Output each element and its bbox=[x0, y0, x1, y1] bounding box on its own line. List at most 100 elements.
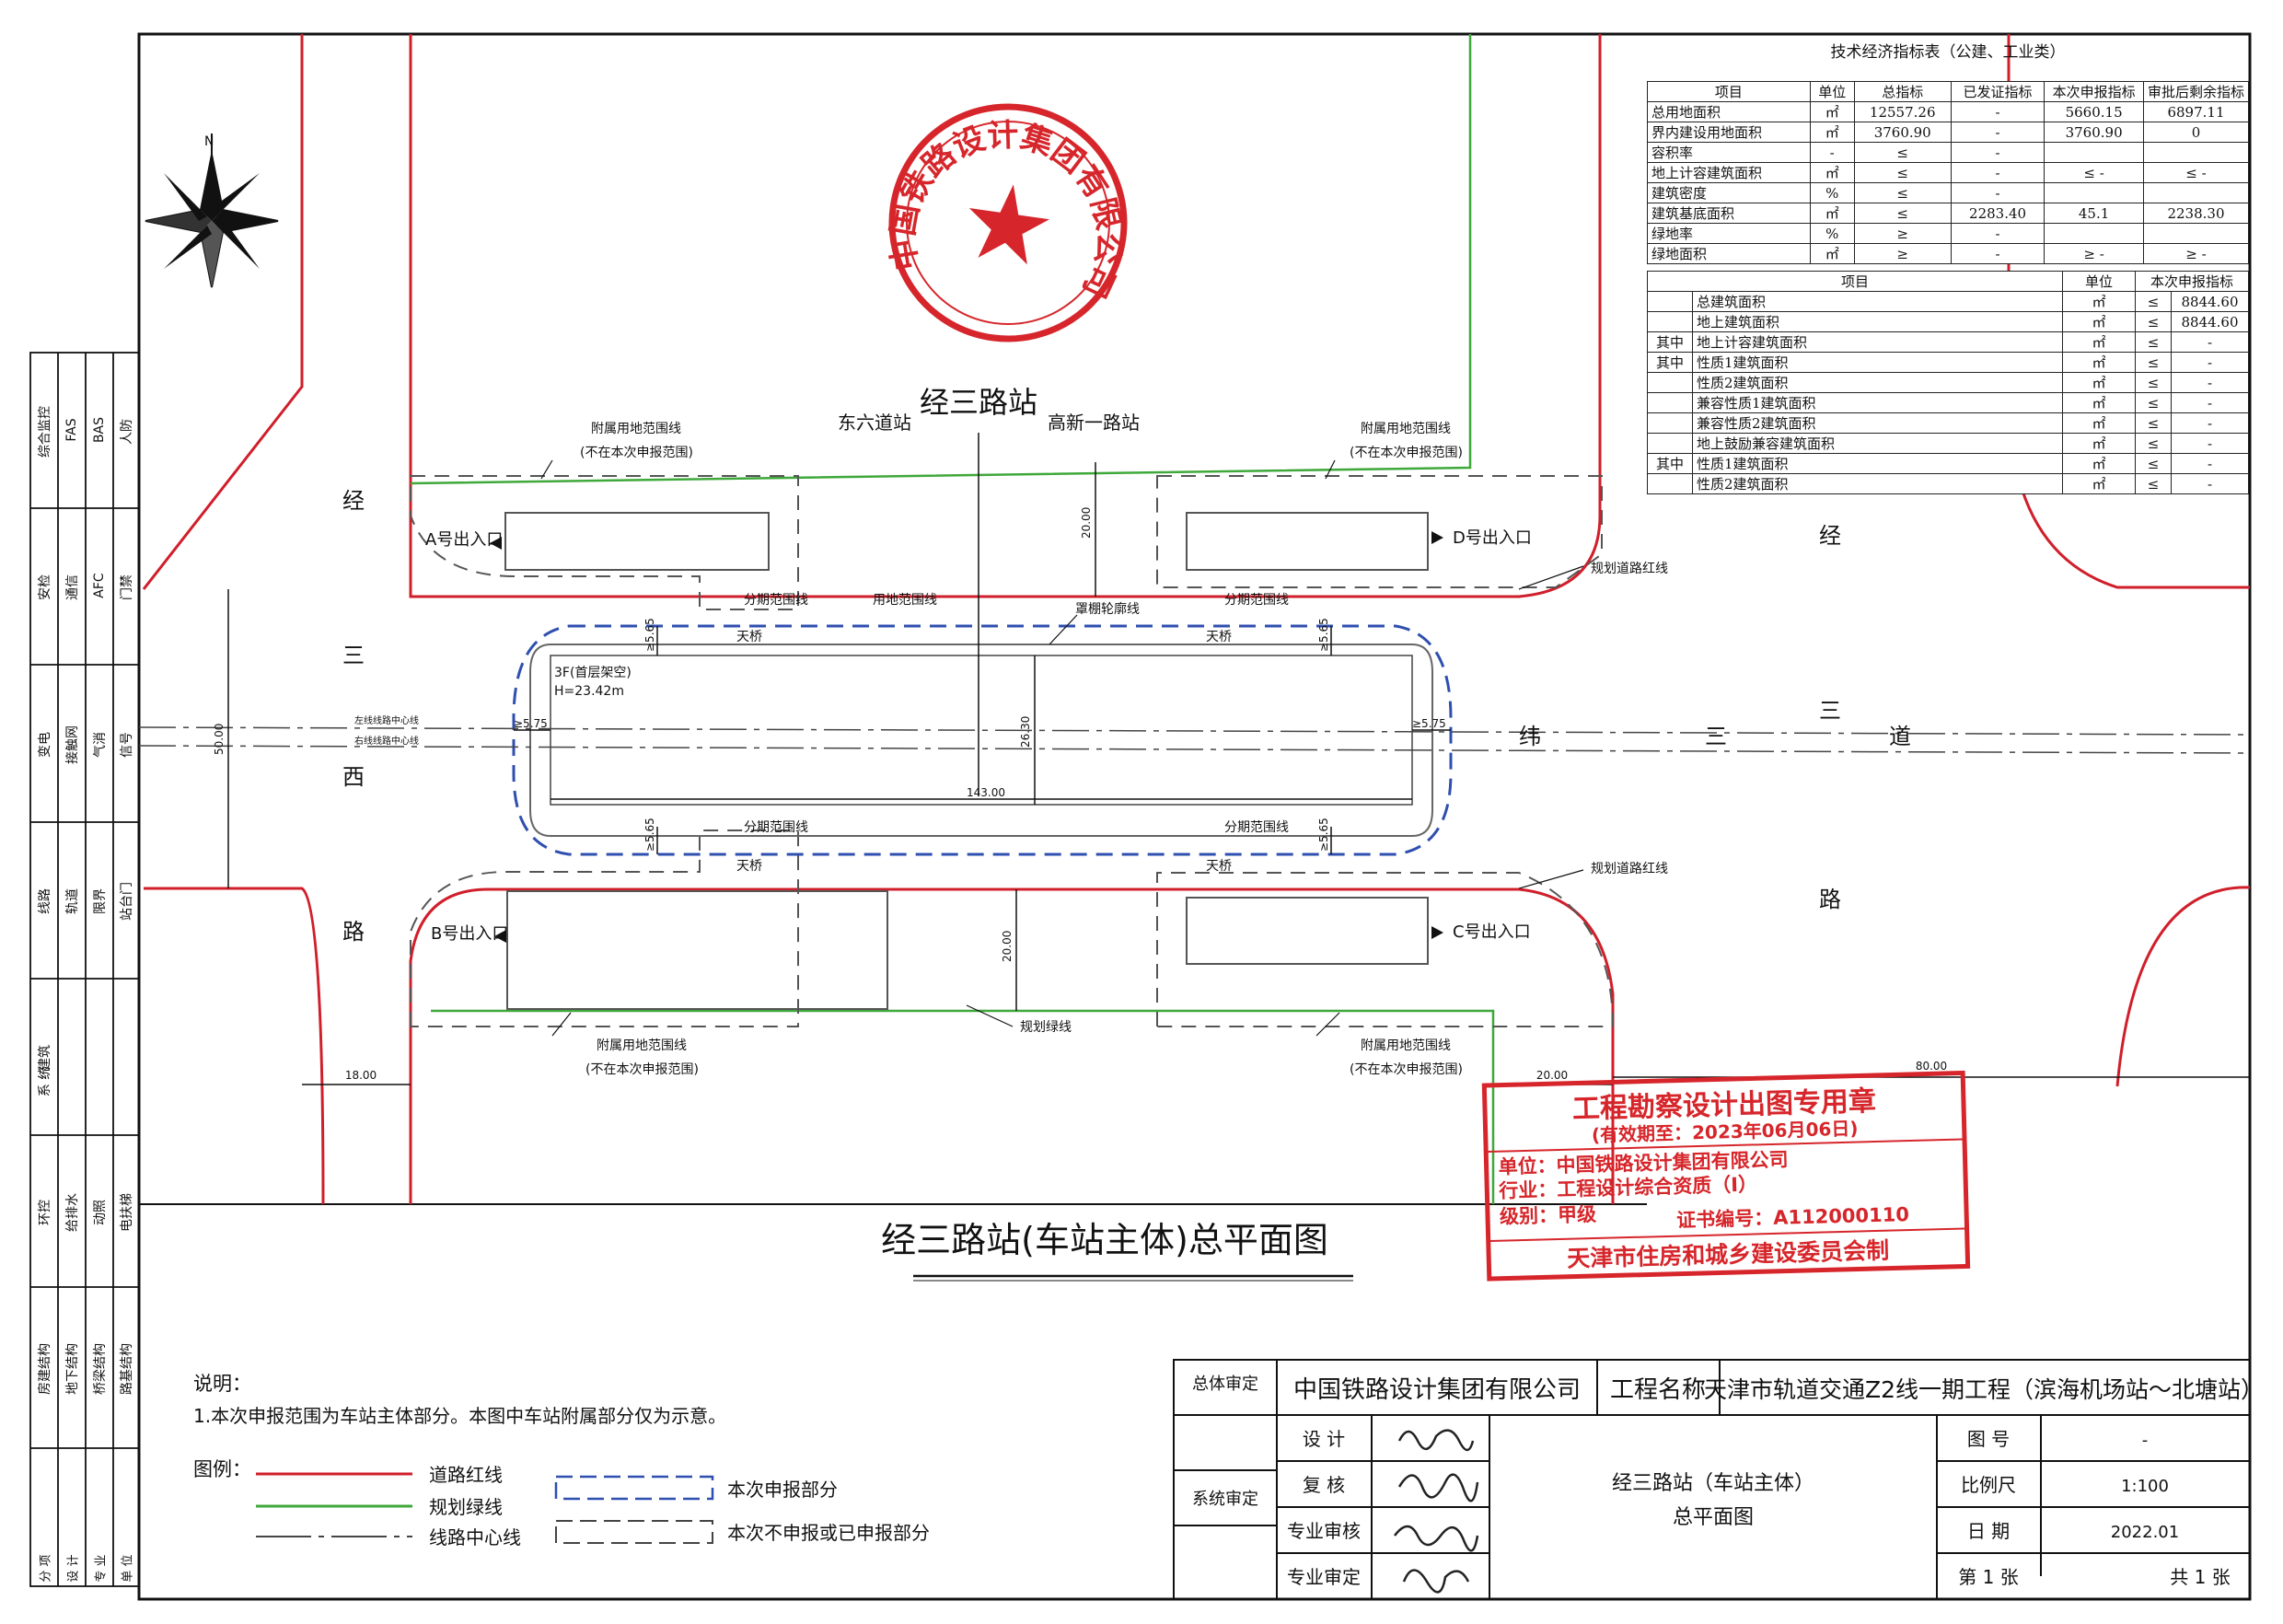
side-panel-footer: 单 位 bbox=[121, 1554, 135, 1583]
tech-sub-cell: ㎡ bbox=[2062, 412, 2136, 434]
tb-drawing-name-2: 总平面图 bbox=[1673, 1506, 1754, 1529]
center-road-char-2: 三 bbox=[1705, 724, 1727, 749]
tech-cell: 绿地面积 bbox=[1647, 243, 1811, 264]
tech-sub-h-item: 项目 bbox=[1647, 271, 2063, 292]
tech-sub-cell: - bbox=[2171, 372, 2249, 393]
road-names: 经 三 西 路 经 三 路 纬 三 道 bbox=[342, 488, 1911, 945]
tech-sub-cell: ≤ bbox=[2135, 473, 2172, 494]
east-road-char-2: 三 bbox=[1819, 698, 1841, 724]
title-block-grid bbox=[1173, 1359, 2251, 1600]
tb-company: 中国铁路设计集团有限公司 bbox=[1293, 1376, 1581, 1404]
left-line-label: 左线线路中心线 bbox=[354, 714, 419, 726]
canopy-line-label: 罩棚轮廓线 bbox=[1075, 601, 1140, 617]
side-panel-label: 动照 bbox=[93, 1199, 108, 1225]
tech-sub-item: 地上建筑面积 bbox=[1692, 311, 2063, 332]
side-panel-footer: 专 业 bbox=[94, 1554, 109, 1583]
tech-sub-group bbox=[1647, 291, 1693, 312]
tech-table-title: 技术经济指标表（公建、工业类） bbox=[1830, 43, 2066, 62]
tech-sub-cell: ≤ bbox=[2135, 352, 2172, 373]
side-panel-label: 电扶梯 bbox=[120, 1192, 134, 1232]
tech-h-remaining: 审批后剩余指标 bbox=[2142, 81, 2250, 102]
tech-sub-header: 项目 单位 本次申报指标 bbox=[1647, 271, 2249, 292]
planned-red-line-bottom: 规划道路红线 bbox=[1591, 862, 1668, 876]
tech-cell: ㎡ bbox=[1809, 101, 1855, 122]
tech-cell: 12557.26 bbox=[1853, 101, 1952, 122]
side-panel-label: 给排水 bbox=[65, 1192, 80, 1232]
tech-sub-item: 地上计容建筑面积 bbox=[1692, 331, 2063, 353]
tech-cell: - bbox=[1950, 142, 2045, 163]
tb-drawing-no: - bbox=[2142, 1431, 2149, 1450]
design-seal-rect: 工程勘察设计出图专用章 (有效期至：2023年06月06日) 单位：中国铁路设计… bbox=[1481, 1070, 1971, 1282]
aux-dashed-outlines bbox=[410, 475, 1615, 1027]
tech-sub-cell: ㎡ bbox=[2062, 372, 2136, 393]
tb-major-review: 专业审核 bbox=[1287, 1520, 1361, 1542]
tech-cell: 3760.90 bbox=[2044, 122, 2144, 143]
tech-cell: 绿地率 bbox=[1647, 223, 1811, 244]
tech-cell: 3760.90 bbox=[1853, 122, 1952, 143]
seal-rect-line5: 级别：甲级 bbox=[1500, 1203, 1597, 1228]
right-line-label: 右线线路中心线 bbox=[354, 735, 419, 747]
tech-sub-cell: ㎡ bbox=[2062, 291, 2136, 312]
west-road-char-3: 西 bbox=[342, 764, 365, 790]
side-panel-label: 变电 bbox=[38, 731, 52, 758]
tb-check: 复 核 bbox=[1303, 1474, 1345, 1496]
tech-sub-cell: - bbox=[2171, 412, 2249, 434]
dim-gap-tl: ≥5.65 bbox=[643, 618, 656, 652]
tech-cell bbox=[2142, 223, 2250, 244]
tech-cell: 45.1 bbox=[2044, 203, 2144, 224]
dim-bottom-left: 18.00 bbox=[345, 1069, 377, 1082]
tb-total-review: 总体审定 bbox=[1192, 1375, 1258, 1394]
tech-cell: 容积率 bbox=[1647, 142, 1811, 163]
tech-sub-cell: ≤ bbox=[2135, 392, 2172, 413]
station-name: 经三路站 bbox=[920, 385, 1037, 420]
tech-sub-group: 其中 bbox=[1647, 352, 1693, 373]
staged-fence-tl: 分期范围线 bbox=[744, 592, 808, 608]
tech-sub-cell: ㎡ bbox=[2062, 453, 2136, 474]
aux-note-br: (不在本次申报范围) bbox=[1350, 1061, 1463, 1077]
side-panel-label: 房建结构 bbox=[38, 1342, 52, 1395]
west-road-char-2: 三 bbox=[342, 643, 365, 668]
side-panel-label: 人防 bbox=[120, 418, 134, 445]
tech-sub-cell: - bbox=[2171, 331, 2249, 353]
tech-row: 建筑密度%≤- bbox=[1647, 182, 2250, 203]
leader-lines bbox=[540, 459, 1584, 1037]
tb-drawing-name-1: 经三路站（车站主体） bbox=[1612, 1472, 1814, 1495]
tech-cell bbox=[2044, 223, 2144, 244]
side-panel-label: 安检 bbox=[38, 574, 52, 600]
tech-h-this: 本次申报指标 bbox=[2044, 81, 2144, 102]
dim-setback-bottom: 20.00 bbox=[1001, 931, 1014, 962]
tech-cell: ≤ - bbox=[2044, 162, 2144, 183]
tech-sub-cell: ≤ bbox=[2135, 412, 2172, 434]
dim-bottom-right: 80.00 bbox=[1916, 1060, 1947, 1073]
tech-header-row: 项目 单位 总指标 已发证指标 本次申报指标 审批后剩余指标 bbox=[1647, 81, 2250, 102]
tech-cell: 界内建设用地面积 bbox=[1647, 122, 1811, 143]
tech-cell: ㎡ bbox=[1809, 162, 1855, 183]
tech-cell: 5660.15 bbox=[2044, 101, 2144, 122]
tech-cell: ≥ bbox=[1853, 243, 1952, 264]
tech-cell: 6897.11 bbox=[2142, 101, 2250, 122]
tech-sub-cell: - bbox=[2171, 453, 2249, 474]
tech-sub-group: 其中 bbox=[1647, 453, 1693, 474]
tech-sub-group: 其中 bbox=[1647, 331, 1693, 353]
tech-sub-cell: - bbox=[2171, 392, 2249, 413]
tech-sub-group bbox=[1647, 392, 1693, 413]
side-panel-label: 信号 bbox=[120, 731, 134, 758]
dim-setback-top: 20.00 bbox=[1080, 507, 1093, 539]
dim-end-gap-right: ≥5.75 bbox=[1412, 717, 1446, 730]
company-seal-round: 中国铁路设计集团有限公司 bbox=[879, 100, 1142, 342]
legend-gray-swatch bbox=[555, 1520, 713, 1544]
legend-green-label: 规划绿线 bbox=[429, 1496, 503, 1518]
track-labels: 左线线路中心线 右线线路中心线 bbox=[354, 714, 419, 747]
tech-sub-cell: ㎡ bbox=[2062, 352, 2136, 373]
tech-cell: 总用地面积 bbox=[1647, 101, 1811, 122]
north-arrow-icon bbox=[145, 133, 279, 288]
